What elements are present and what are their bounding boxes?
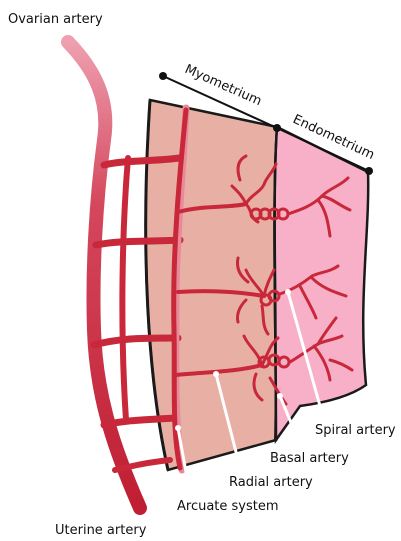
uterine-artery-label: Uterine artery [55, 523, 147, 538]
arcuate-system-label: Arcuate system [177, 499, 279, 514]
endometrium-region [274, 127, 368, 440]
spiral-artery-label: Spiral artery [315, 423, 396, 438]
basal-artery-label: Basal artery [270, 451, 349, 466]
radial-artery-label: Radial artery [229, 475, 313, 490]
uterine-ovarian-trunk [68, 42, 140, 508]
ovarian-artery-label: Ovarian artery [8, 12, 103, 27]
myometrium-label: Myometrium [182, 62, 263, 109]
